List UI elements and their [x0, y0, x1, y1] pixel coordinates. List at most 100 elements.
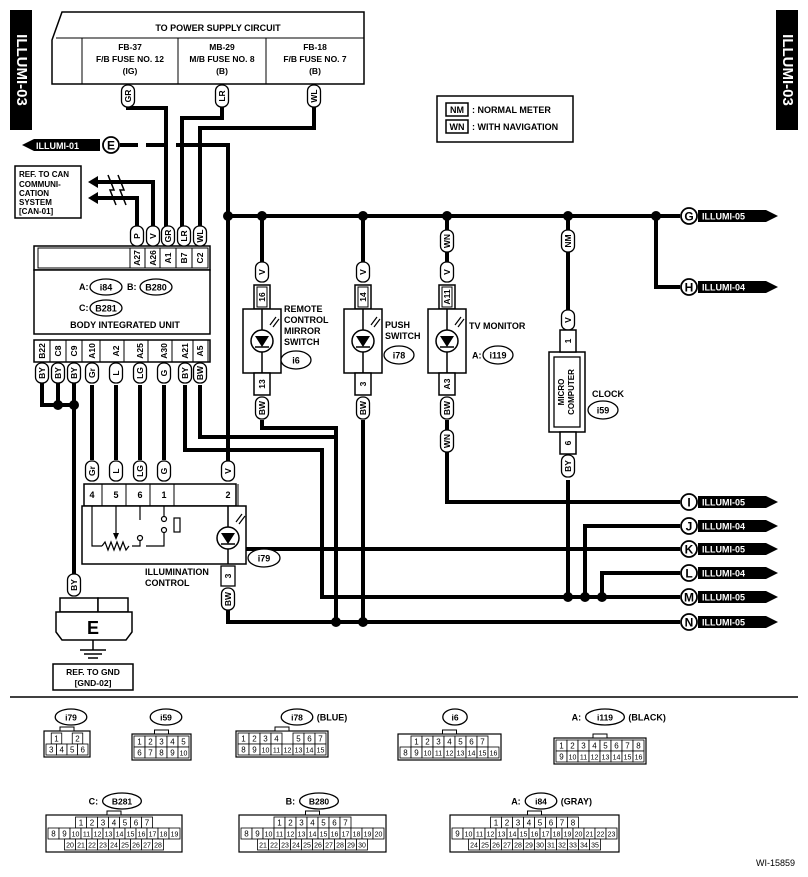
pin-i6-15: 15 — [479, 751, 487, 758]
illum-wire-3-tag — [156, 460, 172, 482]
clock-conn: i59 — [597, 406, 610, 416]
pin-i84-18: 18 — [553, 832, 561, 839]
pin-B281-22: 22 — [88, 843, 96, 850]
fuse-1-name: F/B FUSE NO. 12 — [96, 54, 164, 64]
ground-letter: E — [87, 618, 99, 638]
svg-text:A:: A: — [511, 797, 521, 807]
bus-I-letter: I — [687, 496, 690, 510]
bus-G-circle — [680, 207, 698, 225]
pin-i119-10: 10 — [569, 755, 577, 762]
pin-B280-8: 8 — [244, 830, 249, 839]
pin-B281-26: 26 — [132, 843, 140, 850]
bus-L-letter: L — [685, 567, 692, 581]
ground-block: E REF. TO GND [GND-02] — [52, 597, 134, 691]
pin-i119-9: 9 — [559, 753, 564, 762]
pin-i6-1: 1 — [414, 738, 419, 747]
pin-i84-2: 2 — [505, 819, 510, 828]
pin-i84-16: 16 — [531, 832, 539, 839]
pin-i84-24: 24 — [470, 843, 478, 850]
pin-i84-31: 31 — [547, 843, 555, 850]
fuse-2-id: MB-29 — [209, 42, 235, 52]
legend-code-wn: WN — [450, 122, 465, 132]
pin-B280-9: 9 — [255, 830, 260, 839]
illumi-01-letter: E — [107, 139, 115, 153]
pin-B280-17: 17 — [342, 832, 350, 839]
pin-B281-1: 1 — [79, 819, 84, 828]
illumi-01-label: ILLUMI-01 E — [22, 136, 120, 154]
pin-B280-22: 22 — [270, 843, 278, 850]
pin-B280-11: 11 — [276, 832, 283, 839]
body-integrated-unit: A: i84 B: B280 C: B281 BODY INTEGRATED U… — [33, 245, 211, 363]
ref-gnd-2: [GND-02] — [75, 678, 112, 688]
illum-wire-4: V — [223, 468, 233, 474]
pin-i84-6: 6 — [549, 819, 554, 828]
pin-B280-15: 15 — [320, 832, 328, 839]
pin-i84-4: 4 — [527, 819, 532, 828]
pin-B280-5: 5 — [321, 819, 326, 828]
pin-i84-30: 30 — [536, 843, 544, 850]
pin-i6-9: 9 — [414, 749, 419, 758]
bus-J-circle — [680, 517, 698, 535]
pin-B281-27: 27 — [143, 843, 151, 850]
pin-i59-4: 4 — [170, 738, 175, 747]
pin-i119-13: 13 — [602, 755, 610, 762]
pin-i79-2: 2 — [75, 735, 80, 744]
pin-i84-35: 35 — [591, 843, 599, 850]
pin-i119-2: 2 — [570, 742, 575, 751]
illum-wire-3: G — [159, 467, 169, 474]
illum-control-conn: i79 — [258, 554, 271, 564]
side-tab-left: ILLUMI-03 — [10, 10, 32, 130]
pin-B281-5: 5 — [123, 819, 128, 828]
bus-I-text: ILLUMI-05 — [702, 498, 745, 508]
pin-i6-10: 10 — [424, 751, 432, 758]
biu-bottom-pin-A25: A25 — [135, 343, 145, 359]
svg-text:C:: C: — [89, 797, 99, 807]
pin-i59-10: 10 — [180, 751, 188, 758]
tv-monitor-bottom-pin: A3 — [442, 378, 452, 389]
bus-H-circle — [680, 278, 698, 296]
svg-text:B:: B: — [127, 282, 137, 292]
pin-i84-12: 12 — [487, 832, 495, 839]
push-switch-name-0: PUSH — [385, 320, 410, 330]
pin-i6-8: 8 — [403, 749, 408, 758]
pin-B280-10: 10 — [265, 832, 273, 839]
remote-mirror-bottom-pin: 13 — [257, 379, 267, 389]
biu-bottom-pin-B22: B22 — [37, 343, 47, 359]
bus-L-circle — [680, 564, 698, 582]
connector-view-i79-label: i79 — [65, 713, 77, 723]
tv-monitor-bottom-code-tag — [439, 429, 455, 453]
svg-text:A:: A: — [572, 713, 582, 723]
pin-i78-15: 15 — [317, 748, 325, 755]
pin-i84-7: 7 — [560, 819, 565, 828]
power-wire-LR: LR — [217, 90, 227, 101]
biu-bottom-pin-A2: A2 — [111, 345, 121, 356]
biu-top-wire-2: GR — [163, 230, 173, 243]
push-switch-top-wire: V — [358, 269, 368, 275]
pin-i78-11: 11 — [273, 748, 280, 755]
biu-bottom-pin-A5: A5 — [195, 345, 205, 356]
biu-bottom-wire-3: Gr — [87, 367, 97, 378]
pin-B281-17: 17 — [149, 832, 157, 839]
pin-B281-11: 11 — [83, 832, 90, 839]
tv-monitor-conn: i119 — [489, 351, 506, 361]
clock-bottom-pin: 6 — [563, 440, 573, 445]
remote-mirror-conn: i6 — [292, 356, 300, 366]
pin-i84-29: 29 — [525, 843, 533, 850]
pin-i6-3: 3 — [436, 738, 441, 747]
connector-view-i119-label: i119 — [597, 713, 613, 723]
legend-text-wn: : WITH NAVIGATION — [472, 122, 558, 132]
side-tab-right-text: ILLUMI-03 — [779, 34, 796, 106]
ground-wire: BY — [69, 579, 79, 591]
svg-text:A:: A: — [79, 282, 89, 292]
pin-i78-5: 5 — [296, 735, 301, 744]
biu-top-pin-B7: B7 — [179, 252, 189, 263]
pin-B281-7: 7 — [145, 819, 150, 828]
pin-i59-8: 8 — [159, 749, 164, 758]
bus-M-text: ILLUMI-05 — [702, 593, 745, 603]
biu-bottom-wire-1-tag — [50, 362, 66, 384]
junction-dots — [53, 211, 661, 627]
pin-B280-24: 24 — [292, 843, 300, 850]
